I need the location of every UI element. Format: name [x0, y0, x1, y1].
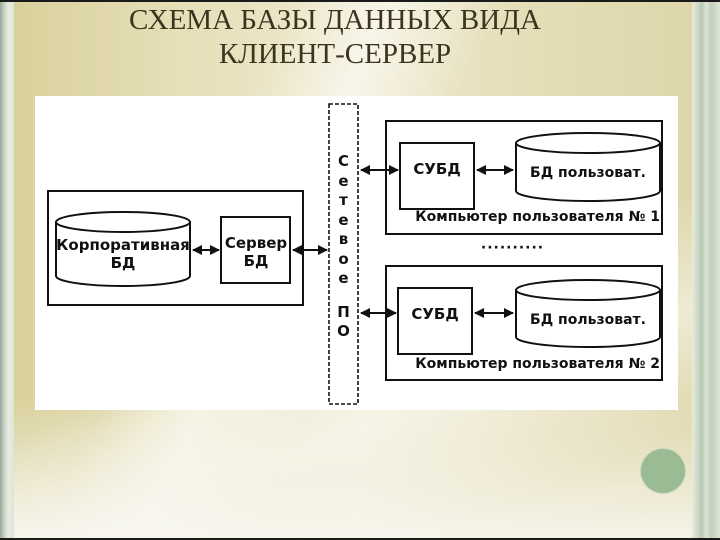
client-1-dbms-box [399, 142, 475, 210]
network-letter: е [338, 210, 349, 229]
client-1-caption: Компьютер пользователя № 1 [415, 209, 660, 225]
db-server-box [220, 216, 291, 284]
client-1-user-db-label: БД пользоват. [530, 165, 646, 181]
client-2-dbms-label: СУБД [411, 305, 459, 323]
network-letter: е [338, 269, 349, 287]
network-letter: С [337, 152, 349, 170]
corporate-db-cylinder-icon [55, 211, 191, 287]
slide-title-line-1: СХЕМА БАЗЫ ДАННЫХ ВИДА [129, 4, 541, 36]
bottom-border [0, 538, 720, 540]
client-2-box [385, 265, 663, 381]
db-server-label: Сервер БД [219, 234, 293, 270]
left-decorative-rail [0, 0, 14, 540]
client-1-dbms-label: СУБД [413, 160, 461, 178]
network-letter: О [337, 322, 350, 340]
client-2-dbms-box [397, 287, 473, 355]
top-border [0, 0, 720, 2]
right-decorative-rail [692, 0, 720, 540]
network-letter: т [339, 191, 348, 209]
db-server-label-line-1: Сервер [224, 234, 288, 252]
slide-background-fade [0, 400, 720, 540]
network-letter: П [337, 302, 350, 321]
network-software-column [328, 103, 359, 405]
client-2-caption: Компьютер пользователя № 2 [415, 356, 660, 372]
network-letter: о [338, 249, 349, 268]
decorative-circle-icon [641, 449, 685, 493]
corporate-db-label-line-1: Корпоративная [56, 236, 190, 254]
network-letter: в [338, 230, 349, 248]
client-1-db-cylinder-icon [515, 132, 661, 202]
network-software-label: С е т е в о е П О [331, 152, 356, 342]
client-2-user-db-label: БД пользоват. [530, 312, 646, 328]
corporate-db-label: Корпоративная БД [52, 236, 194, 272]
slide-title-line-2: КЛИЕНТ-СЕРВЕР [218, 38, 452, 70]
network-letter: е [338, 171, 349, 190]
db-server-label-line-2: БД [243, 252, 269, 270]
corporate-db-label-line-2: БД [110, 254, 136, 272]
client-1-box [385, 120, 663, 235]
client-2-db-cylinder-icon [515, 279, 661, 348]
more-clients-ellipsis: ·········· [480, 240, 545, 256]
